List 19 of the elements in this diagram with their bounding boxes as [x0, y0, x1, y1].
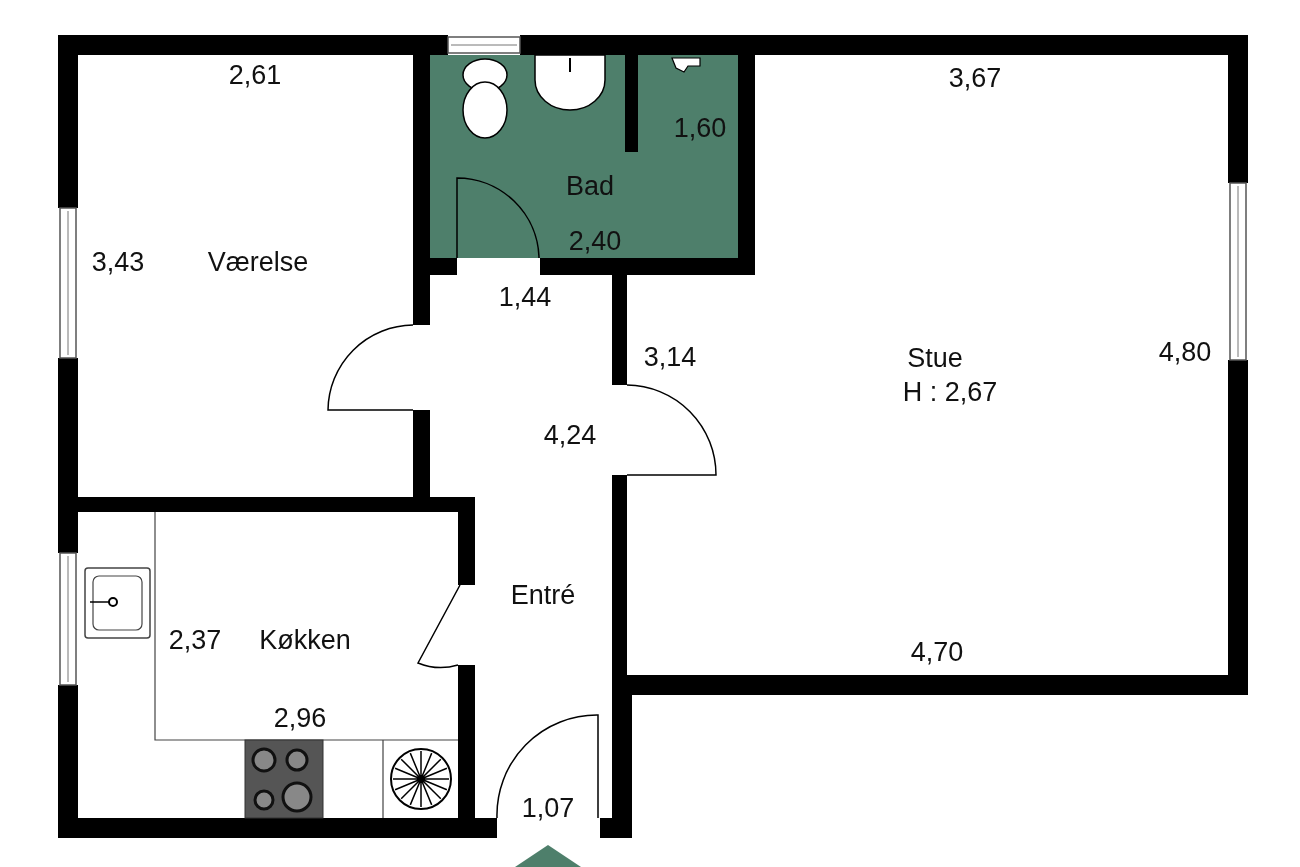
dimension-label: 1,60	[673, 114, 727, 142]
room-label: Stue	[907, 344, 963, 372]
dimension-label: 3,43	[91, 248, 145, 276]
dimension-label: 2,61	[228, 61, 282, 89]
room-label: H : 2,67	[902, 378, 998, 406]
dimension-label: 4,24	[543, 421, 597, 449]
dimension-label: 4,80	[1158, 338, 1212, 366]
dimension-label: 1,07	[521, 794, 575, 822]
dimension-label: 3,14	[643, 343, 697, 371]
dimension-label: 3,67	[948, 64, 1002, 92]
dimension-label: 2,40	[568, 227, 622, 255]
room-label: Værelse	[207, 248, 309, 276]
dimension-label: 2,37	[168, 626, 222, 654]
room-label: Entré	[510, 581, 576, 609]
dimension-label: 2,96	[273, 704, 327, 732]
dimension-label: 4,70	[910, 638, 964, 666]
room-label: Køkken	[259, 626, 351, 654]
room-label: Bad	[566, 172, 614, 200]
dimension-label: 1,44	[498, 283, 552, 311]
